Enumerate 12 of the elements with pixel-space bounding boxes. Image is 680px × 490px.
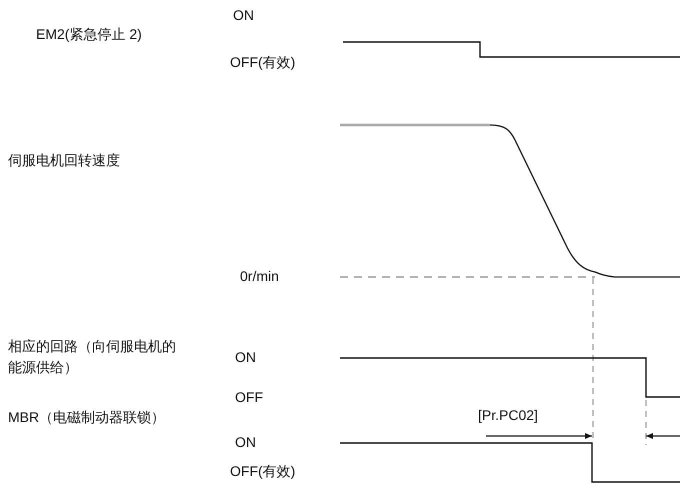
state-label: ON	[235, 348, 256, 367]
state-label: OFF(有效)	[230, 462, 296, 481]
parameter-label: [Pr.PC02]	[478, 406, 538, 425]
speed-label: 0r/min	[240, 267, 279, 286]
state-label: OFF(有效)	[230, 53, 296, 72]
state-label: ON	[233, 6, 254, 25]
signal-name: 伺服电机回转速度	[8, 151, 120, 170]
signal-name: 相应的回路（向伺服电机的能源供给）	[8, 337, 177, 377]
signal-name: MBR（电磁制动器联锁）	[8, 408, 166, 427]
signal-name: EM2(紧急停止 2)	[36, 25, 142, 44]
state-label: OFF	[235, 388, 263, 407]
state-label: ON	[235, 433, 256, 452]
